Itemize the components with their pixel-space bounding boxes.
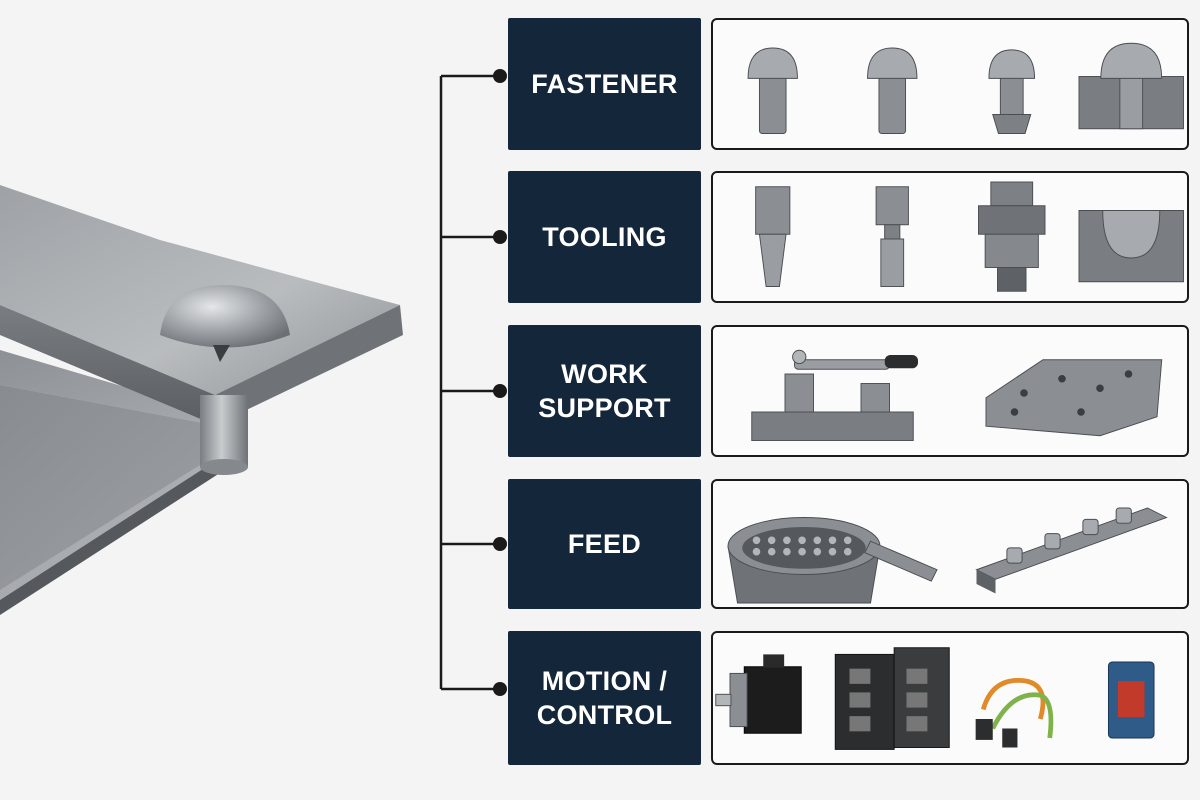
necked-rivet-icon <box>988 49 1036 134</box>
connector-node <box>493 682 507 696</box>
category-label: FASTENER <box>531 68 678 99</box>
linear-feed-rail-icon <box>975 507 1168 594</box>
connector-node <box>493 69 507 83</box>
cable-icon <box>975 678 1054 748</box>
controller-module-icon <box>834 647 950 750</box>
round-head-rivet-icon <box>867 47 918 134</box>
connector-node <box>493 230 507 244</box>
category-box: FASTENER <box>508 18 701 150</box>
heading-die-icon <box>978 181 1046 292</box>
category-box: WORK SUPPORT <box>508 325 701 457</box>
component-panel <box>711 171 1189 303</box>
riveted-plates-illustration <box>0 185 403 615</box>
category-box: FEED <box>508 479 701 609</box>
rivet-in-block-icon <box>1078 42 1184 130</box>
component-panel <box>711 325 1189 457</box>
component-panel <box>711 479 1189 609</box>
component-panel <box>711 18 1189 150</box>
category-box: TOOLING <box>508 171 701 303</box>
component-panel <box>711 631 1189 765</box>
round-head-rivet-icon <box>747 47 798 134</box>
connector-node <box>493 537 507 551</box>
stepped-punch-icon <box>875 186 909 287</box>
die-block-icon <box>1078 210 1184 283</box>
category-label: FEED <box>567 528 642 559</box>
toggle-clamp-fixture-icon <box>751 349 918 441</box>
category-label: WORK SUPPORT <box>538 358 671 423</box>
servo-motor-icon <box>715 654 802 734</box>
category-box: MOTION / CONTROL <box>508 631 701 765</box>
connector-node <box>493 384 507 398</box>
category-label: TOOLING <box>542 221 667 252</box>
category-label: MOTION / CONTROL <box>536 665 673 730</box>
tapered-punch-icon <box>755 186 791 287</box>
photoelectric-sensor-icon <box>1107 661 1155 739</box>
vibratory-bowl-feeder-icon <box>727 517 938 604</box>
fixture-plate-icon <box>985 359 1163 437</box>
